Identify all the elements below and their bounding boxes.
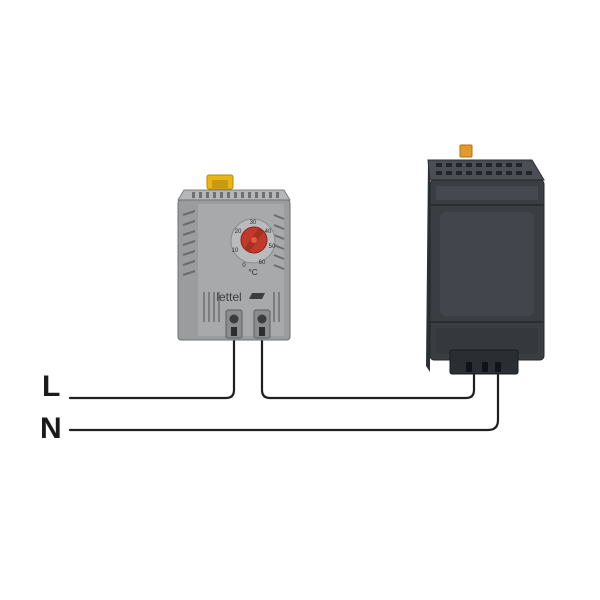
scale-tick-10: 10	[232, 248, 239, 254]
scale-tick-40: 40	[265, 229, 272, 235]
scale-tick-50: 50	[269, 244, 276, 250]
thermostat-top-vents	[192, 192, 279, 198]
thermostat: 0 10 20 30 40 50 60 °C lettel	[177, 174, 291, 341]
thermostat-side-vents	[182, 210, 285, 276]
thermostat-brand: lettel	[216, 290, 241, 304]
scale-tick-30: 30	[250, 220, 257, 226]
switched-live-wire	[260, 338, 476, 400]
neutral-wire	[68, 373, 500, 432]
wires	[68, 338, 500, 432]
thermostat-unit: °C	[249, 268, 258, 277]
brand-mark	[249, 293, 265, 299]
heater-side	[426, 160, 430, 372]
scale-tick-20: 20	[235, 229, 242, 235]
heater	[426, 144, 545, 375]
heater-din-clip	[459, 144, 473, 158]
thermostat-scale-labels: 0 10 20 30 40 50 60	[232, 220, 276, 269]
neutral-line-label: N	[40, 412, 62, 445]
thermostat-terminals	[225, 309, 271, 339]
scale-tick-60: 60	[259, 260, 266, 266]
scale-tick-0: 0	[242, 263, 246, 269]
live-line-label: L	[42, 370, 61, 403]
live-wire	[68, 338, 236, 400]
